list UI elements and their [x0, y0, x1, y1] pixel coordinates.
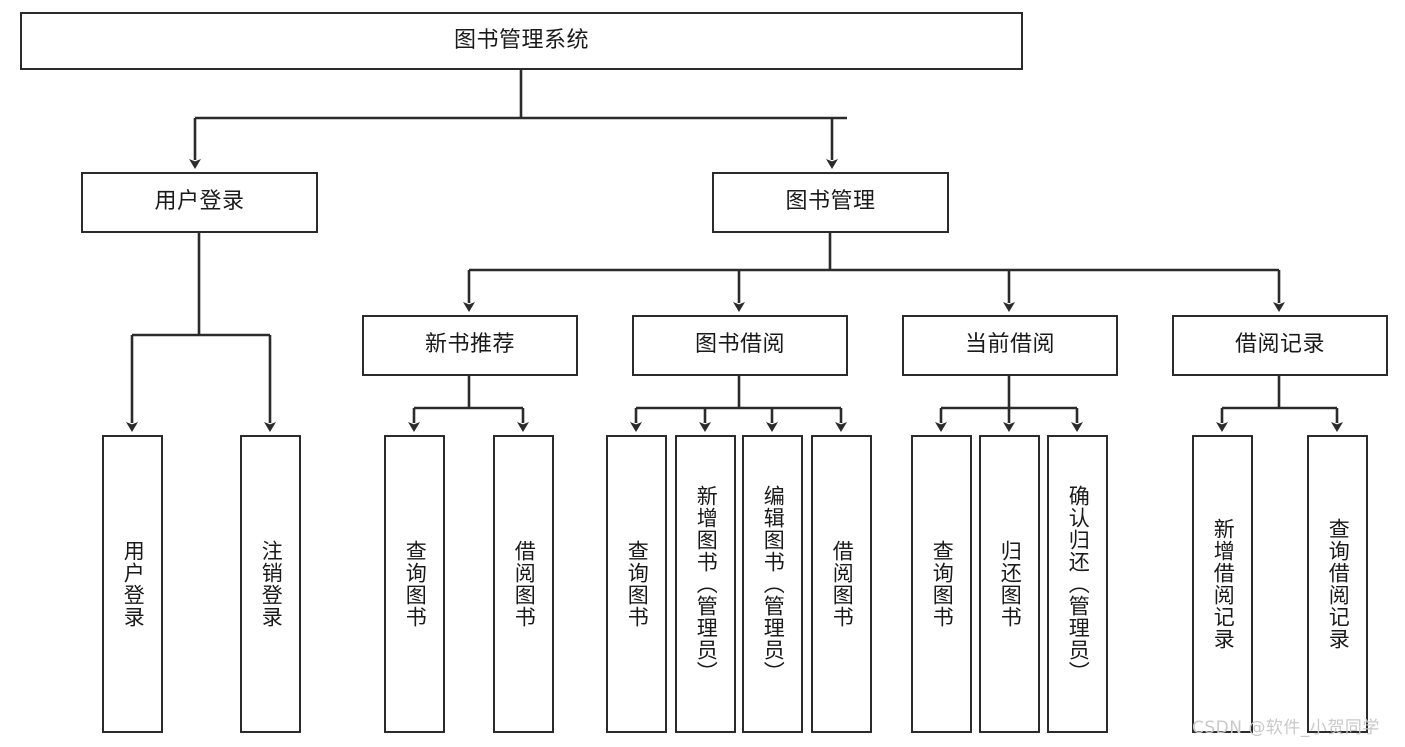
csdn-watermark: CSDN @软件_小贺同学 — [1192, 718, 1380, 738]
node-book-borrow[interactable]: 图书借阅 — [632, 315, 848, 376]
node-label-root: 图书管理系统 — [453, 27, 589, 53]
node-leaf-logout[interactable]: 注销登录 — [240, 435, 301, 733]
node-leaf-query-book-1[interactable]: 查询图书 — [384, 435, 445, 733]
node-leaf-borrow-book-2[interactable]: 借阅图书 — [811, 435, 872, 733]
node-leaf-query-book-3[interactable]: 查询图书 — [911, 435, 972, 733]
node-label-current-borrow: 当前借阅 — [964, 332, 1055, 358]
node-label-leaf-borrow-book-1: 借阅图书 — [512, 540, 537, 628]
node-label-leaf-confirm-return: 确认归还（管理员） — [1066, 485, 1091, 683]
node-label-leaf-query-record: 查询借阅记录 — [1326, 518, 1351, 650]
node-label-leaf-add-book: 新增图书（管理员） — [694, 485, 719, 683]
node-label-new-book-rec: 新书推荐 — [424, 332, 515, 358]
node-label-leaf-query-book-1: 查询图书 — [403, 540, 428, 628]
node-root-system[interactable]: 图书管理系统 — [20, 12, 1023, 70]
node-leaf-confirm-return[interactable]: 确认归还（管理员） — [1047, 435, 1108, 733]
node-label-leaf-query-book-2: 查询图书 — [625, 540, 650, 628]
node-leaf-return-book[interactable]: 归还图书 — [979, 435, 1040, 733]
node-label-book-manage: 图书管理 — [785, 189, 876, 215]
node-current-borrow[interactable]: 当前借阅 — [902, 315, 1118, 376]
node-user-login[interactable]: 用户登录 — [81, 172, 318, 233]
node-label-book-borrow: 图书借阅 — [694, 332, 785, 358]
node-new-book-rec[interactable]: 新书推荐 — [362, 315, 578, 376]
node-book-manage[interactable]: 图书管理 — [712, 172, 949, 233]
node-borrow-record[interactable]: 借阅记录 — [1172, 315, 1388, 376]
node-leaf-user-login[interactable]: 用户登录 — [102, 435, 163, 733]
node-label-borrow-record: 借阅记录 — [1234, 332, 1325, 358]
node-leaf-query-book-2[interactable]: 查询图书 — [606, 435, 667, 733]
node-leaf-borrow-book-1[interactable]: 借阅图书 — [493, 435, 554, 733]
node-label-leaf-user-login: 用户登录 — [121, 540, 146, 628]
node-label-leaf-edit-book: 编辑图书（管理员） — [761, 485, 786, 683]
node-label-user-login: 用户登录 — [154, 189, 245, 215]
node-leaf-add-book[interactable]: 新增图书（管理员） — [675, 435, 736, 733]
node-label-leaf-logout: 注销登录 — [259, 540, 284, 628]
node-leaf-query-record[interactable]: 查询借阅记录 — [1307, 435, 1368, 733]
node-label-leaf-return-book: 归还图书 — [998, 540, 1023, 628]
node-label-leaf-query-book-3: 查询图书 — [930, 540, 955, 628]
node-label-leaf-borrow-book-2: 借阅图书 — [830, 540, 855, 628]
node-label-leaf-add-record: 新增借阅记录 — [1211, 518, 1236, 650]
node-leaf-edit-book[interactable]: 编辑图书（管理员） — [742, 435, 803, 733]
node-leaf-add-record[interactable]: 新增借阅记录 — [1192, 435, 1253, 733]
